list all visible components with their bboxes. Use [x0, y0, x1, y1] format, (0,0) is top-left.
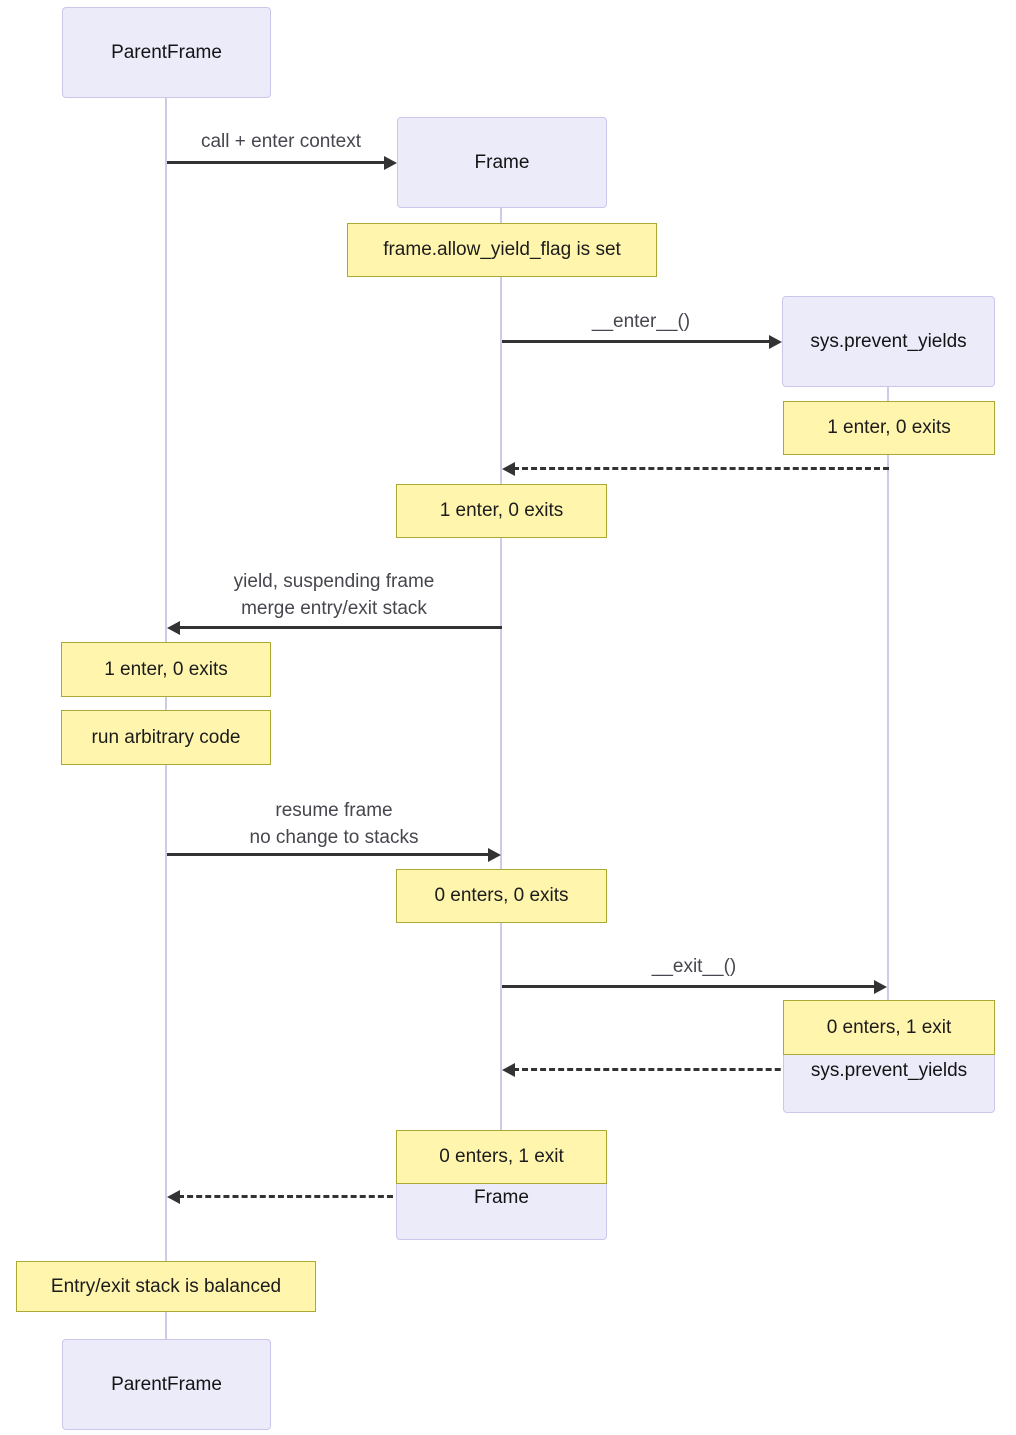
note-balanced: Entry/exit stack is balanced — [16, 1261, 316, 1312]
message-resume-label: resume frame no change to stacks — [250, 797, 419, 851]
arrowhead-left-icon — [502, 1063, 515, 1077]
note-run-arbitrary-code: run arbitrary code — [61, 710, 271, 765]
message-resume-line2: no change to stacks — [249, 827, 419, 848]
message-exit-label: __exit__() — [651, 956, 737, 977]
actor-label-parentframe: ParentFrame — [111, 41, 222, 63]
actor-label-sys-prevent-yields: sys.prevent_yields — [810, 1060, 968, 1081]
note-sys-exit: 0 enters, 1 exit — [783, 1000, 995, 1055]
actor-box-frame-top: Frame — [397, 117, 607, 208]
note-frame-exit: 0 enters, 1 exit — [396, 1130, 607, 1184]
message-exit-line — [502, 985, 874, 988]
arrowhead-left-icon — [167, 621, 180, 635]
return-line-sys-to-frame — [513, 467, 889, 470]
message-yield-line — [178, 626, 502, 629]
message-enter-line — [502, 340, 769, 343]
actor-label-frame: Frame — [474, 151, 530, 173]
arrowhead-right-icon — [874, 980, 887, 994]
lifeline-sys-prevent-yields — [887, 387, 889, 1022]
return-line-sys-to-frame-bottom — [513, 1068, 889, 1071]
actor-box-parentframe-bottom: ParentFrame — [62, 1339, 271, 1430]
message-enter-label: __enter__() — [591, 311, 691, 332]
message-yield-line1: yield, suspending frame — [233, 571, 435, 592]
arrowhead-right-icon — [384, 156, 397, 170]
actor-label-sys-prevent-yields: sys.prevent_yields — [810, 330, 967, 352]
message-resume-line — [167, 853, 488, 856]
arrowhead-right-icon — [769, 335, 782, 349]
message-call-enter-context-line — [167, 161, 384, 164]
return-line-frame-to-parent — [178, 1195, 502, 1198]
message-yield-label: yield, suspending frame merge entry/exit… — [234, 568, 435, 622]
actor-box-sys-prevent-yields-top: sys.prevent_yields — [782, 296, 995, 387]
message-yield-line2: merge entry/exit stack — [241, 598, 427, 619]
note-frame-enter: 1 enter, 0 exits — [396, 484, 607, 538]
note-parent-enter: 1 enter, 0 exits — [61, 642, 271, 697]
actor-label-frame: Frame — [474, 1187, 529, 1208]
note-flag-set: frame.allow_yield_flag is set — [347, 223, 657, 277]
note-sys-enter: 1 enter, 0 exits — [783, 401, 995, 455]
lifeline-frame — [500, 208, 502, 1150]
message-call-enter-context-label: call + enter context — [200, 131, 362, 152]
arrowhead-right-icon — [488, 848, 501, 862]
arrowhead-left-icon — [167, 1190, 180, 1204]
message-resume-line1: resume frame — [275, 800, 393, 821]
arrowhead-left-icon — [502, 462, 515, 476]
actor-box-parentframe-top: ParentFrame — [62, 7, 271, 98]
note-frame-resume: 0 enters, 0 exits — [396, 869, 607, 923]
actor-label-parentframe: ParentFrame — [111, 1373, 222, 1395]
